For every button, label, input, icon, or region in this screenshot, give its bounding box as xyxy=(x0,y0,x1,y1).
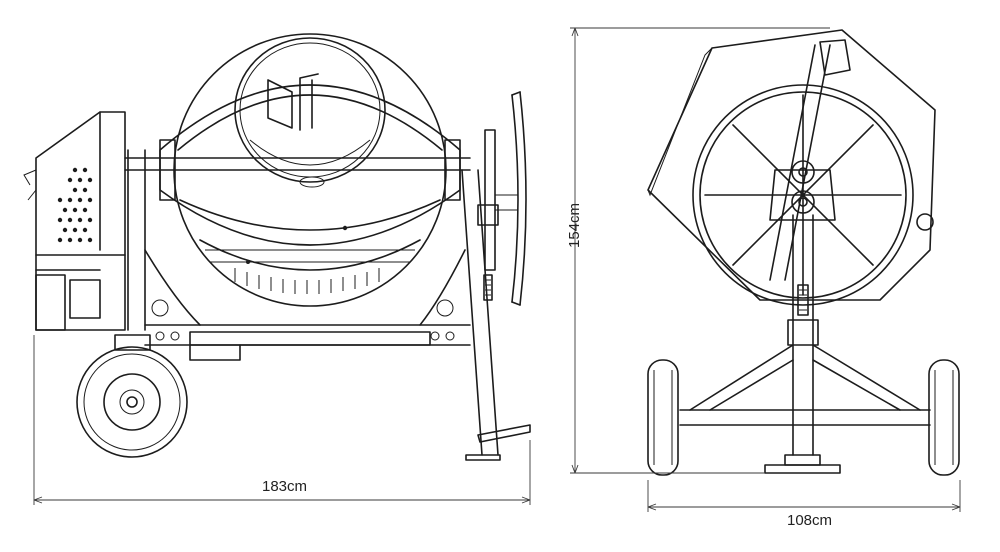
front-wheel-left xyxy=(647,359,679,476)
side-width-dimension xyxy=(33,335,531,505)
front-width-label: 108cm xyxy=(787,512,833,529)
front-width-dimension xyxy=(647,480,961,512)
front-handwheel xyxy=(692,84,914,306)
front-stand xyxy=(679,214,931,474)
front-drum xyxy=(647,29,936,301)
drum-ribs xyxy=(234,268,380,294)
side-motor-housing xyxy=(23,111,126,331)
front-view xyxy=(570,27,961,512)
drum-opening xyxy=(234,37,386,183)
side-handwheel xyxy=(484,91,527,306)
side-view xyxy=(23,33,531,505)
height-dimension xyxy=(570,27,830,474)
side-width-label: 183cm xyxy=(262,478,308,495)
front-wheel-right xyxy=(928,359,960,476)
side-frame xyxy=(124,139,531,461)
vent-holes xyxy=(57,167,93,243)
height-label: 154cm xyxy=(566,202,583,248)
side-wheel xyxy=(76,334,188,458)
